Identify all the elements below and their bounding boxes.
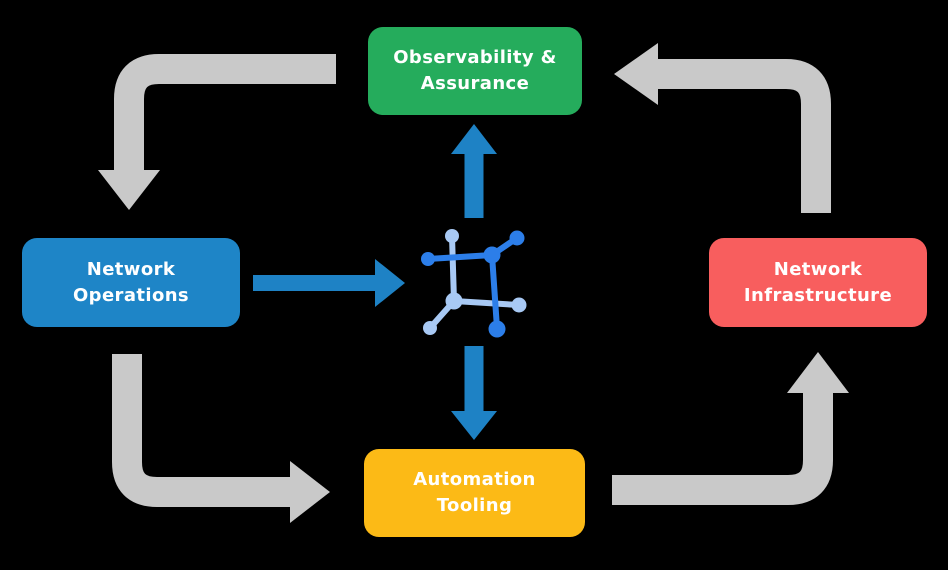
arrow-operations-to-automation-icon xyxy=(112,354,330,523)
arrow-infrastructure-to-observability-icon xyxy=(614,43,831,213)
network-hub-icon-dark-part xyxy=(421,230,525,338)
arrow-observability-to-operations-icon xyxy=(98,54,336,210)
node-label-line: Operations xyxy=(72,284,190,306)
node-automation-tooling: Automation Tooling xyxy=(364,449,585,537)
node-label-line: Automation xyxy=(413,469,536,491)
node-label-line: Tooling xyxy=(436,495,513,516)
node-label-line: Infrastructure xyxy=(743,284,893,306)
arrow-hub-to-observability-icon xyxy=(451,124,497,218)
arrow-automation-to-infrastructure-icon xyxy=(612,352,849,505)
node-network-infrastructure: Network Infrastructure xyxy=(709,238,927,327)
arrow-operations-to-hub-icon xyxy=(253,259,405,307)
arrow-hub-to-automation-icon xyxy=(451,346,497,440)
node-observability-assurance: Observability & Assurance xyxy=(368,27,582,115)
node-network-operations: Network Operations xyxy=(22,238,240,327)
node-label-line: Assurance xyxy=(420,73,530,94)
node-label-line: Network xyxy=(86,258,176,280)
node-label-line: Network xyxy=(773,258,863,280)
network-hub-icon xyxy=(421,229,527,338)
network-hub-icon-light-part xyxy=(423,229,527,335)
node-label-line: Observability & xyxy=(393,47,557,69)
